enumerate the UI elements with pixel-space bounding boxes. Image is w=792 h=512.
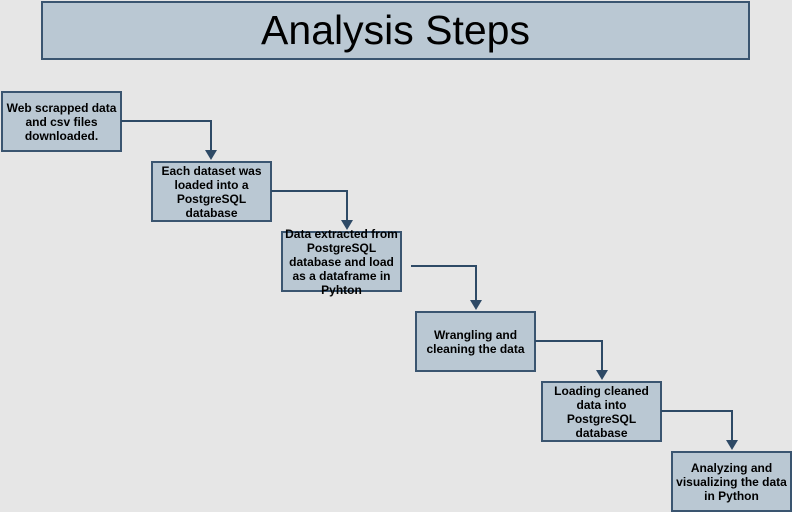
step-box-6: Analyzing and visualizing the data in Py…	[671, 451, 792, 512]
arrowhead-5	[726, 440, 738, 450]
connector-arrow-1	[121, 120, 212, 154]
arrowhead-3	[470, 300, 482, 310]
step-box-2: Each dataset was loaded into a PostgreSQ…	[151, 161, 272, 222]
arrowhead-1	[205, 150, 217, 160]
step-box-5: Loading cleaned data into PostgreSQL dat…	[541, 381, 662, 442]
arrowhead-4	[596, 370, 608, 380]
step-box-4: Wrangling and cleaning the data	[415, 311, 536, 372]
step-box-1: Web scrapped data and csv files download…	[1, 91, 122, 152]
connector-arrow-4	[535, 340, 603, 374]
connector-arrow-5	[661, 410, 733, 444]
step-box-3: Data extracted from PostgreSQL database …	[281, 227, 402, 297]
connector-arrow-2	[271, 190, 348, 224]
diagram-title: Analysis Steps	[41, 1, 750, 60]
connector-arrow-3	[411, 265, 477, 304]
